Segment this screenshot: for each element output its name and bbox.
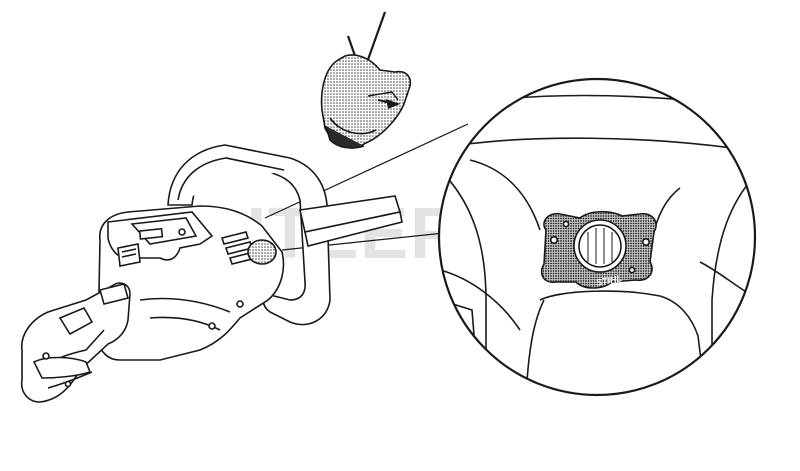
hedge-trimmer (20, 144, 403, 403)
badge-plate: STIHL (540, 210, 657, 289)
gloved-hand-illustration (320, 11, 412, 149)
brand-mark-text: STIHL (595, 273, 622, 287)
stihl-logo-panel (138, 227, 164, 240)
magnifier-detail: STIHL (437, 77, 757, 397)
press-arrow-icon (363, 11, 387, 69)
air-filter-spot (247, 239, 277, 265)
